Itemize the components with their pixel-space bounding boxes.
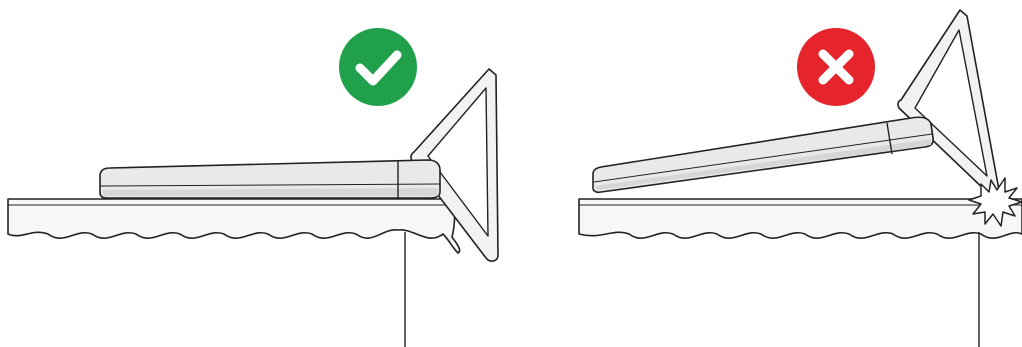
stand <box>897 9 1000 198</box>
impact-burst <box>968 177 1022 227</box>
incorrect-badge <box>797 28 875 106</box>
incorrect-placement-illustration <box>578 9 1022 347</box>
check-icon <box>339 28 417 106</box>
cross-icon <box>797 28 875 106</box>
correct-placement-panel <box>7 28 499 347</box>
table-top <box>7 198 461 254</box>
correct-badge <box>339 28 417 106</box>
device-tilted <box>592 116 934 194</box>
table-top <box>578 198 1022 240</box>
stand <box>410 68 499 262</box>
device-flat <box>99 159 441 199</box>
incorrect-placement-panel <box>511 0 1022 347</box>
correct-placement-illustration <box>7 68 499 347</box>
